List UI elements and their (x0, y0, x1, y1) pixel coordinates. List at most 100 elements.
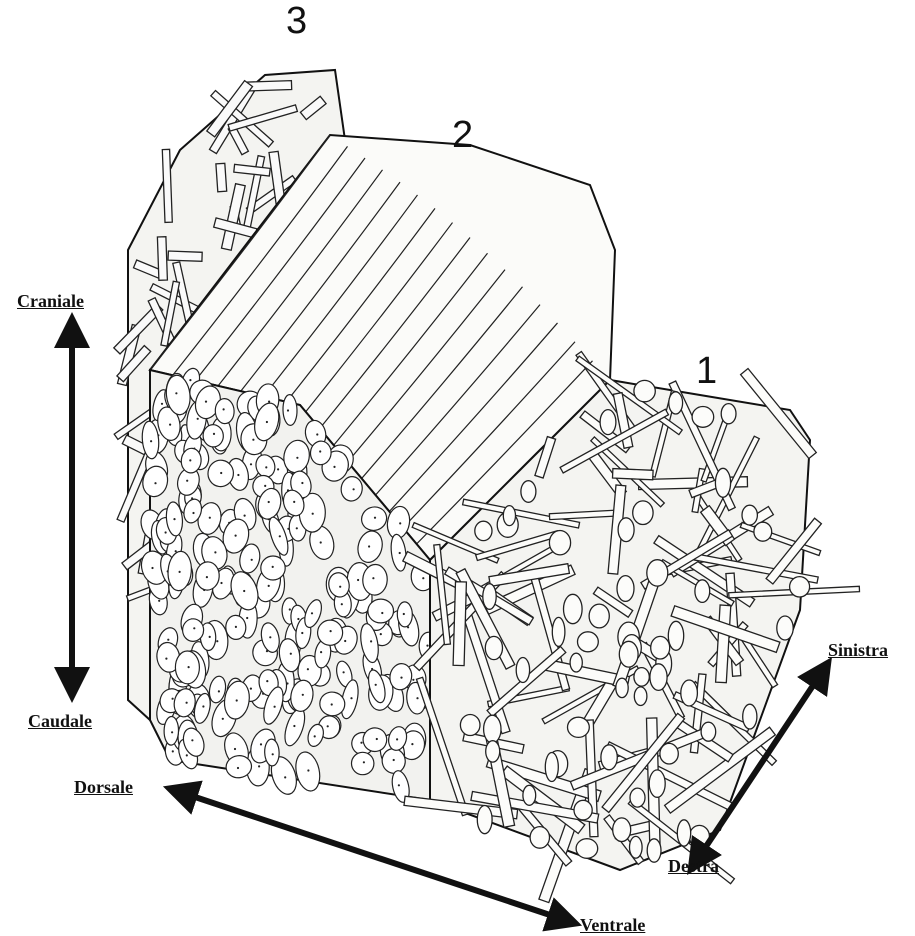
fiber-dot (250, 688, 252, 690)
fiber-dot (237, 767, 239, 769)
fiber-cut-end (516, 658, 529, 683)
fiber-cut-end (589, 604, 609, 628)
fiber-dot (189, 459, 191, 461)
fiber-dot (400, 677, 402, 679)
fiber-dot (393, 759, 395, 761)
fiber-dot (209, 636, 211, 638)
fiber-dot (376, 738, 378, 740)
fiber-dot (252, 439, 254, 441)
fiber-dot (193, 627, 195, 629)
fiber-cut-end (601, 745, 617, 770)
fiber-dot (411, 743, 413, 745)
fiber-dot (296, 457, 298, 459)
fiber-dot (363, 761, 365, 763)
fiber-dot (311, 612, 313, 614)
fiber-dot (186, 702, 188, 704)
fiber-cut-end (503, 506, 515, 526)
fiber-dot (375, 684, 377, 686)
fiber-dot (197, 418, 199, 420)
fiber-dot (213, 433, 215, 435)
fiber-dot (222, 718, 224, 720)
fiber-dot (399, 522, 401, 524)
fiber-dot (360, 742, 362, 744)
fiber-dot (209, 517, 211, 519)
fiber-cut-end (570, 653, 582, 672)
fiber-dot (171, 731, 173, 733)
fiber-cut-end (616, 678, 628, 697)
fiber-cut-end (477, 806, 492, 834)
fiber-dot (189, 379, 191, 381)
fiber-cut-end (649, 770, 665, 797)
fiber-cut-end (634, 668, 649, 687)
fiber-dot (341, 603, 343, 605)
fiber-cut-end (651, 636, 670, 659)
fiber-dot (234, 748, 236, 750)
fiber-dot (192, 512, 194, 514)
fiber-dot (218, 690, 220, 692)
fiber-dot (216, 640, 218, 642)
fiber-dot (191, 739, 193, 741)
fiber-cut-end (669, 392, 683, 414)
fiber-cut-end (264, 739, 279, 766)
fiber-dot (339, 586, 341, 588)
fiber-cut-end (576, 839, 598, 859)
fiber-cut-end (578, 632, 599, 652)
fiber-cut-end (523, 785, 536, 805)
fiber-dot (175, 392, 177, 394)
fiber-dot (396, 738, 398, 740)
fiber-dot (301, 482, 303, 484)
fiber-dot (265, 466, 267, 468)
fiber-dot (422, 577, 424, 579)
fiber-dot (251, 559, 253, 561)
fiber-dot (380, 633, 382, 635)
fiber-cut-end (164, 716, 179, 745)
fiber-dot (293, 725, 295, 727)
fiber-dot (316, 433, 318, 435)
fiber-dot (154, 482, 156, 484)
fiber-dot (272, 566, 274, 568)
fiber-cut-end (668, 621, 683, 650)
label-cranial: Craniale (17, 292, 84, 310)
label-block-2: 2 (452, 116, 473, 154)
fiber-cut-end (261, 556, 285, 580)
fiber-cut-end (574, 800, 592, 820)
fiber-dot (381, 612, 383, 614)
label-right: Destra (668, 857, 719, 875)
fiber-dot (220, 582, 222, 584)
fiber-cut-end (215, 398, 235, 424)
fiber-dot (264, 485, 266, 487)
fiber-dot (289, 608, 291, 610)
fiber-dot (301, 632, 303, 634)
fiber-cut-end (475, 521, 492, 540)
random-fiber (453, 582, 466, 666)
fiber-cut-end (743, 704, 757, 729)
fiber-dot (172, 750, 174, 752)
fiber-dot (236, 699, 238, 701)
fiber-dot (297, 618, 299, 620)
fiber-dot (353, 488, 355, 490)
fiber-dot (158, 600, 160, 602)
fiber-dot (307, 668, 309, 670)
fiber-dot (312, 513, 314, 515)
fiber-dot (206, 576, 208, 578)
fiber-cut-end (633, 501, 653, 525)
fiber-dot (327, 725, 329, 727)
fiber-dot (165, 531, 167, 533)
fiber-dot (268, 501, 270, 503)
fiber-cut-end (182, 619, 203, 642)
fiber-dot (235, 535, 237, 537)
fiber-dot (320, 541, 322, 543)
fiber-cut-end (552, 617, 565, 646)
fiber-dot (426, 645, 428, 647)
fiber-cut-end (618, 518, 634, 542)
fiber-dot (293, 501, 295, 503)
fiber-cut-end (486, 741, 500, 762)
label-block-1: 1 (696, 352, 717, 390)
fiber-dot (266, 680, 268, 682)
fiber-dot (307, 769, 309, 771)
fiber-dot (161, 403, 163, 405)
fiber-dot (320, 651, 322, 653)
fiber-dot (268, 401, 270, 403)
fiber-dot (150, 440, 152, 442)
